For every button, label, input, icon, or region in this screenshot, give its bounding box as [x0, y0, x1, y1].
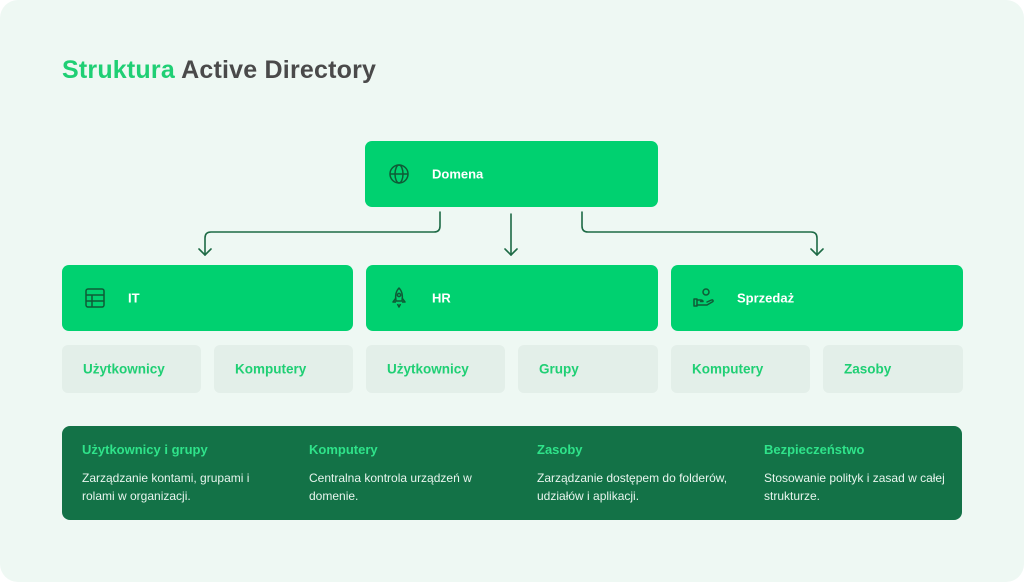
chip-label: Użytkownicy	[83, 361, 165, 377]
node-hr[interactable]: HR	[366, 265, 658, 331]
chip-label: Komputery	[235, 361, 307, 377]
info-title: Komputery	[309, 442, 378, 457]
arrow-to-it	[204, 211, 441, 256]
info-column-users-groups: Użytkownicy i grupy Zarządzanie kontami,…	[82, 442, 282, 505]
chip-zasoby-sprzedaz[interactable]: Zasoby	[823, 345, 963, 393]
title-rest: Active Directory	[181, 56, 377, 84]
info-title: Zasoby	[537, 442, 583, 457]
chip-uzytkownicy-it[interactable]: Użytkownicy	[62, 345, 201, 393]
chip-label: Komputery	[692, 361, 764, 377]
hand-user-icon	[693, 288, 714, 307]
page-title: Struktura Active Directory	[62, 56, 376, 85]
chip-label: Grupy	[539, 361, 579, 377]
chip-komputery-it[interactable]: Komputery	[214, 345, 353, 393]
chip-uzytkownicy-hr[interactable]: Użytkownicy	[366, 345, 505, 393]
info-column-security: Bezpieczeństwo Stosowanie polityk i zasa…	[764, 442, 964, 505]
node-label: Domena	[432, 166, 484, 182]
info-text: Zarządzanie dostępem do folderów, udział…	[537, 471, 728, 503]
info-column-resources: Zasoby Zarządzanie dostępem do folderów,…	[537, 442, 737, 505]
title-accent: Struktura	[62, 56, 175, 84]
node-label: IT	[128, 290, 140, 306]
info-title: Bezpieczeństwo	[764, 442, 865, 457]
arrow-to-sprzedaz	[581, 211, 818, 256]
node-label: HR	[432, 290, 451, 306]
info-panel: Użytkownicy i grupy Zarządzanie kontami,…	[62, 426, 962, 520]
chip-komputery-sprzedaz[interactable]: Komputery	[671, 345, 810, 393]
chip-label: Zasoby	[844, 361, 892, 377]
chip-label: Użytkownicy	[387, 361, 469, 377]
node-domena[interactable]: Domena	[365, 141, 658, 207]
info-column-computers: Komputery Centralna kontrola urządzeń w …	[309, 442, 509, 505]
info-text: Zarządzanie kontami, grupami i rolami w …	[82, 471, 250, 503]
rocket-icon	[392, 287, 406, 308]
node-label: Sprzedaż	[737, 290, 795, 306]
info-text: Stosowanie polityk i zasad w całej struk…	[764, 471, 945, 503]
info-text: Centralna kontrola urządzeń w domenie.	[309, 471, 472, 503]
node-sprzedaz[interactable]: Sprzedaż	[671, 265, 963, 331]
node-it[interactable]: IT	[62, 265, 353, 331]
info-title: Użytkownicy i grupy	[82, 442, 208, 457]
chip-grupy-hr[interactable]: Grupy	[518, 345, 658, 393]
table-icon	[85, 288, 105, 308]
globe-icon	[389, 164, 409, 184]
